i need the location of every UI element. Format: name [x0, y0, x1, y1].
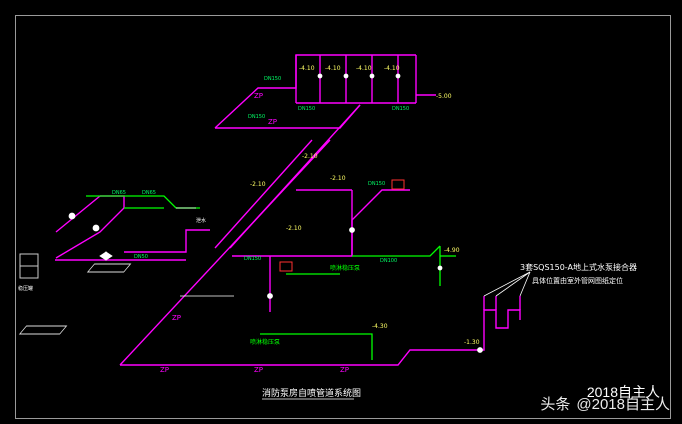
valve-right-1: [437, 265, 443, 271]
labels: ZP ZP ZP ZP ZP ZP DN150 DN150 DN150 DN15…: [18, 65, 637, 400]
tank-label: 稳压罐: [18, 285, 33, 292]
watermark-overlay: 2018自主人: [586, 384, 660, 400]
green-left-top: [86, 195, 200, 209]
dn150-label-2: DN150: [248, 114, 265, 120]
elev-410-d: -4.10: [384, 65, 400, 72]
zp-left-loop: [124, 229, 210, 253]
dn65-label-2: DN65: [142, 190, 156, 196]
dn50-label-1: DN50: [134, 254, 148, 260]
dn150-label-5: DN150: [244, 256, 261, 262]
zp-left-branch: [55, 195, 125, 259]
zp-left-branch-b: [55, 195, 101, 233]
elev-210-b: -2.10: [250, 181, 266, 188]
valve-check-1: [99, 251, 107, 261]
elev-490: -4.90: [444, 247, 460, 254]
elev-410-c: -4.10: [356, 65, 372, 72]
dn150-label-1: DN150: [264, 76, 281, 82]
dn150-label-6: DN150: [368, 181, 385, 187]
zp-label-1: ZP: [254, 92, 263, 100]
dn65-label-1: DN65: [112, 190, 126, 196]
pump-skid-a: [86, 263, 132, 273]
elev-210-a: -2.10: [302, 153, 318, 160]
valve-check-2: [105, 251, 113, 261]
drawing-border: [15, 15, 671, 419]
elev-210-d: -2.10: [286, 225, 302, 232]
elev-500: -5.00: [436, 93, 452, 100]
pump-skid-b: [18, 325, 68, 335]
pump-b-label: 喷淋稳压泵: [250, 338, 280, 346]
green-center-right: [352, 245, 441, 257]
valve-center-1: [349, 227, 355, 233]
leader-1: [483, 271, 531, 297]
zp-label-5: ZP: [254, 366, 263, 374]
zp-connector-riser: [470, 320, 485, 351]
pump-a-label: 喷淋稳压泵: [330, 264, 360, 272]
valve-connector-1: [477, 347, 483, 353]
valve-left-2: [92, 224, 100, 232]
alarm-valve: [391, 179, 405, 190]
green-bottom-run: [260, 333, 373, 360]
valve-top-4: [395, 73, 401, 79]
zp-diag-c: [214, 139, 313, 249]
zp-label-2: ZP: [268, 118, 277, 126]
valves: [68, 73, 483, 353]
dn150-label-3: DN150: [298, 106, 315, 112]
valve-top-2: [343, 73, 349, 79]
leader-2: [495, 271, 531, 297]
watermark-prefix: 头条: [540, 396, 571, 413]
note-leaders: [176, 207, 531, 297]
zp-label-4: ZP: [160, 366, 169, 374]
elev-410-b: -4.10: [325, 65, 341, 72]
dn150-label-4: DN150: [392, 106, 409, 112]
zp-bottom-run: [120, 349, 470, 366]
elev-410-a: -4.10: [299, 65, 315, 72]
valve-left-1: [68, 212, 76, 220]
valve-top-1: [317, 73, 323, 79]
alarm-valve-b: [279, 261, 293, 272]
green-branch-pipes: [86, 195, 456, 360]
equipment: [18, 179, 405, 335]
zp-adapter-manifold: [483, 309, 521, 329]
drain-label: 泄水: [196, 217, 206, 224]
elev-210-c: -2.10: [330, 175, 346, 182]
elev-130: -1.30: [464, 339, 480, 346]
valve-pump-1: [267, 293, 273, 299]
note-line-2: 具体位置由室外管网图纸定位: [532, 276, 623, 285]
zp-label-3: ZP: [172, 314, 181, 322]
zp-main-pipes: [55, 54, 521, 366]
elev-430: -4.30: [372, 323, 388, 330]
zp-diag-b: [119, 139, 331, 366]
watermark: 头条 @2018自主人: [540, 393, 670, 414]
dn100-label-1: DN100: [380, 258, 397, 264]
zp-label-6: ZP: [340, 366, 349, 374]
valve-top-3: [369, 73, 375, 79]
leader-3: [519, 271, 531, 297]
drawing-title: 消防泵房自喷管道系统图: [262, 387, 361, 399]
watermark-handle: @2018自主人: [576, 396, 670, 413]
note-line-1: 3套SQS150-A地上式水泵接合器: [520, 262, 637, 272]
